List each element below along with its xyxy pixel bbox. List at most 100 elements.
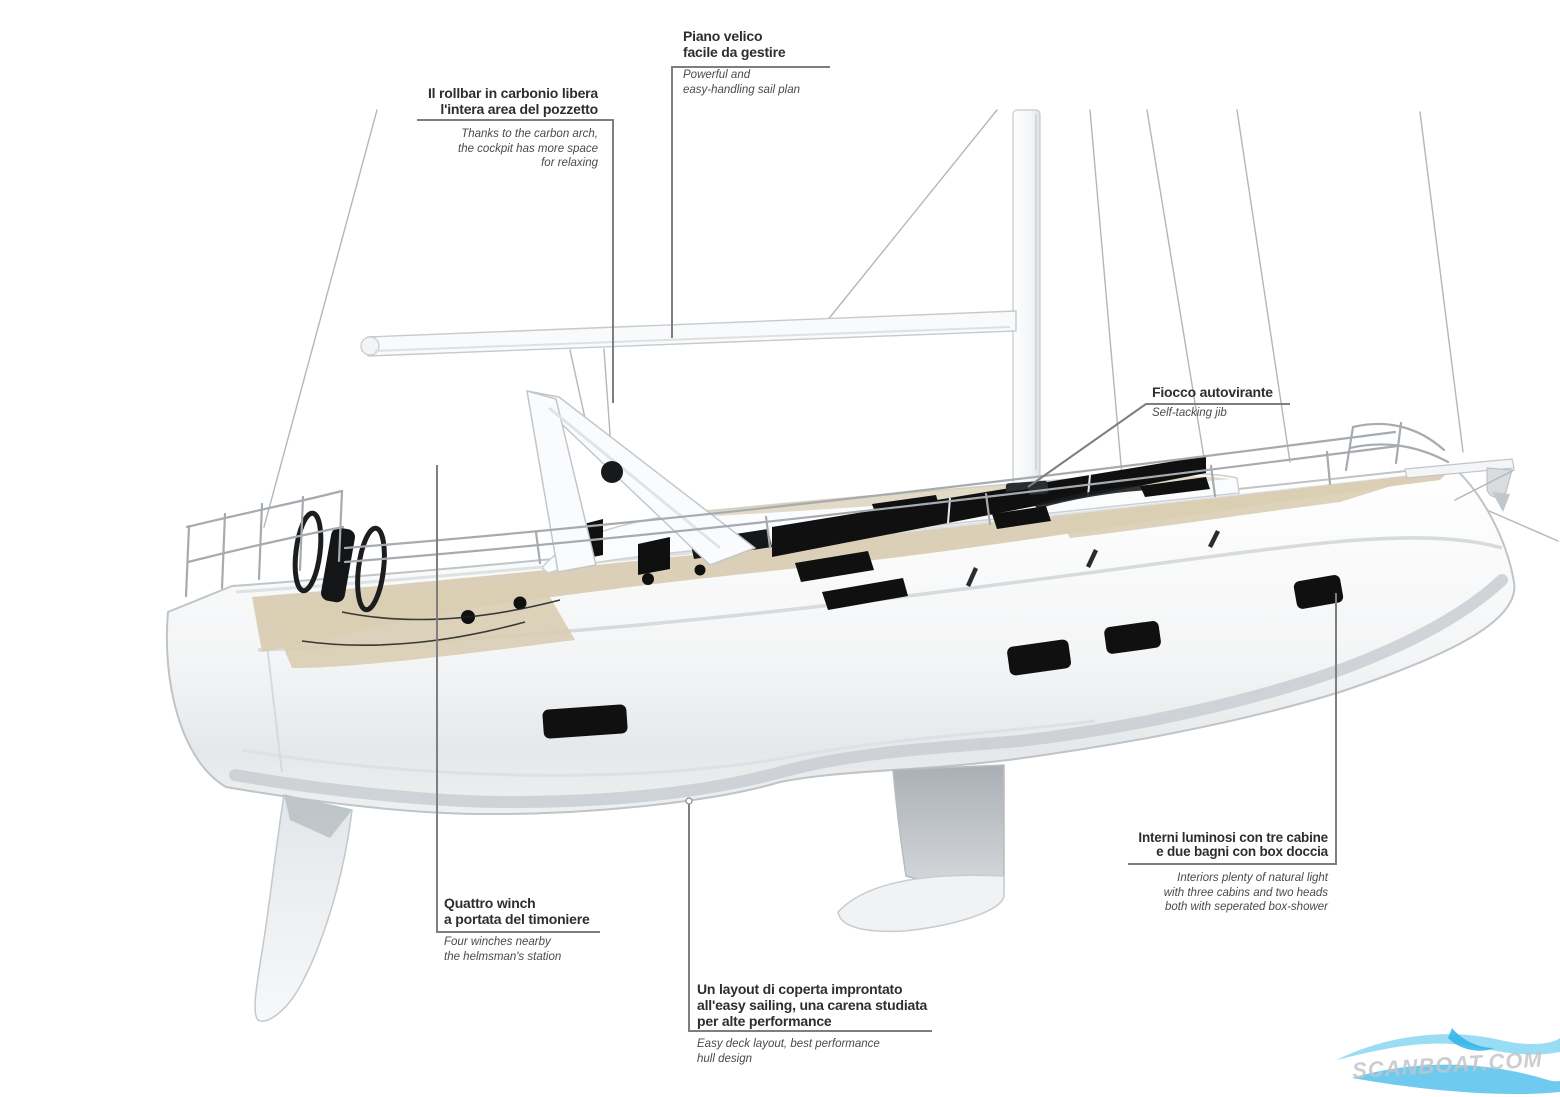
callout-jib-title: Fiocco autovirante (1152, 384, 1273, 400)
callout-sail-plan-subtitle: Powerful and easy-handling sail plan (683, 68, 800, 97)
winch (694, 564, 706, 576)
callout-title-line: Il rollbar in carbonio libera (427, 85, 598, 101)
stanchion (1209, 464, 1217, 498)
bow-pulpit (1344, 421, 1450, 472)
callout-jib-subtitle: Self-tacking jib (1152, 406, 1273, 421)
cockpit-floor (268, 580, 575, 668)
keel-bulb (837, 874, 1005, 933)
lifeline-upper (343, 430, 1397, 550)
foredeck-teak (1060, 477, 1420, 538)
watermark-wave-top (1336, 1034, 1560, 1060)
pushpit-top-rail (185, 489, 344, 529)
callout-title-line: all'easy sailing, una carena studiata (697, 997, 928, 1013)
winch (642, 573, 654, 585)
callout-subtitle-line: for relaxing (541, 157, 598, 169)
leader-deck-layout (688, 801, 932, 1032)
hull-port (1293, 574, 1344, 609)
main-halyard-line (817, 109, 998, 333)
keel (837, 764, 1005, 933)
callout-title-line: Interni luminosi con tre cabine (1138, 830, 1328, 845)
toe-rail-slot (1086, 549, 1098, 568)
toe-rail-slot (966, 567, 978, 587)
leader-rollbar (417, 119, 614, 403)
callout-subtitle-line: the helmsman's station (444, 950, 562, 963)
callout-winches-subtitle: Four winches nearby the helmsman's stati… (444, 935, 590, 964)
boom (360, 310, 1017, 357)
callout-title-line: Un layout di coperta improntato (697, 981, 903, 997)
callout-interior: Interni luminosi con tre cabine e due ba… (1060, 831, 1328, 915)
callout-subtitle-line: Interiors plenty of natural light (1177, 872, 1328, 884)
jib-stay-line (1146, 109, 1207, 471)
deck-hatch (992, 506, 1051, 529)
callout-winches-title: Quattro winch a portata del timoniere (444, 895, 590, 927)
leader-jib (1027, 403, 1290, 488)
callout-deck-layout-title: Un layout di coperta improntato all'easy… (697, 981, 927, 1029)
leader-anchor-dot (685, 797, 693, 805)
stanchion (764, 515, 772, 549)
backstay-line (263, 109, 378, 528)
watermark-sail-icon (1448, 1028, 1494, 1051)
bowsprit (1404, 458, 1515, 479)
binnacle (321, 527, 355, 603)
callout-title-line: a portata del timoniere (444, 911, 590, 927)
headstay-line (1419, 111, 1464, 453)
callout-sail-plan: Piano velico facile da gestire Powerful … (683, 28, 800, 97)
callout-subtitle-line: Four winches nearby (444, 936, 551, 948)
callout-jib: Fiocco autovirante Self-tacking jib (1152, 384, 1273, 421)
hull (165, 465, 1516, 816)
callout-interior-title: Interni luminosi con tre cabine e due ba… (1060, 831, 1328, 859)
winch (513, 596, 527, 610)
leader-winches (436, 465, 600, 933)
stanchion (534, 530, 542, 565)
callout-subtitle-line: Self-tacking jib (1152, 407, 1227, 419)
hull-port (542, 704, 628, 739)
callout-subtitle-line: Easy deck layout, best performance (697, 1038, 880, 1050)
leader-sail-plan (671, 66, 830, 338)
callout-title-line: e due bagni con box doccia (1156, 844, 1328, 859)
waterline-band (229, 574, 1508, 809)
watermark-wave-bottom (1352, 1064, 1560, 1095)
lifeline-lower (343, 444, 1400, 564)
stanchion (1325, 450, 1332, 486)
callout-winches: Quattro winch a portata del timoniere Fo… (444, 895, 590, 964)
callout-sail-plan-title: Piano velico facile da gestire (683, 28, 800, 60)
callout-title-line: per alte performance (697, 1013, 832, 1029)
callout-title-line: Fiocco autovirante (1152, 384, 1273, 400)
cockpit-details (292, 510, 908, 647)
callout-interior-subtitle: Interiors plenty of natural light with t… (1060, 871, 1328, 915)
railings (184, 421, 1450, 598)
rudder (254, 794, 353, 1022)
watermark-logo (1336, 1028, 1560, 1095)
callout-rollbar-title: Il rollbar in carbonio libera l'intera a… (370, 85, 598, 117)
callout-leaders (417, 66, 1337, 1032)
anchor-fluke (1492, 492, 1510, 512)
leader-interior (1128, 593, 1337, 865)
inner-stay-line (1089, 109, 1123, 477)
callout-subtitle-line: Powerful and (683, 69, 751, 81)
callout-subtitle-line: both with seperated box-shower (1164, 901, 1328, 913)
bow-gear (1404, 458, 1515, 512)
callout-subtitle-line: Thanks to the carbon arch, (461, 128, 598, 140)
callout-subtitle-line: hull design (697, 1052, 752, 1065)
callout-subtitle-line: easy-handling sail plan (683, 83, 800, 96)
steering-wheel (355, 525, 387, 613)
hull-ports (542, 574, 1344, 739)
companionway-window (638, 537, 670, 575)
toe-rail-slot (1208, 530, 1220, 548)
callout-rollbar-subtitle: Thanks to the carbon arch, the cockpit h… (370, 127, 598, 171)
boot-stripe (241, 719, 1096, 777)
callout-title-line: Piano velico (683, 28, 763, 44)
rigging-lines (263, 109, 1559, 542)
callout-title-line: l'intera area del pozzetto (440, 101, 598, 117)
callout-title-line: facile da gestire (683, 44, 786, 60)
callout-deck-layout: Un layout di coperta improntato all'easy… (697, 981, 927, 1066)
deck-hatch (1140, 477, 1210, 497)
callout-deck-layout-subtitle: Easy deck layout, best performance hull … (697, 1037, 927, 1066)
steering-wheel (292, 510, 324, 594)
pushpit-mid-rail (186, 525, 345, 564)
arch-sheet-block (601, 461, 623, 483)
hull-port (1007, 639, 1072, 676)
callout-subtitle-line: with three cabins and two heads (1163, 886, 1328, 899)
